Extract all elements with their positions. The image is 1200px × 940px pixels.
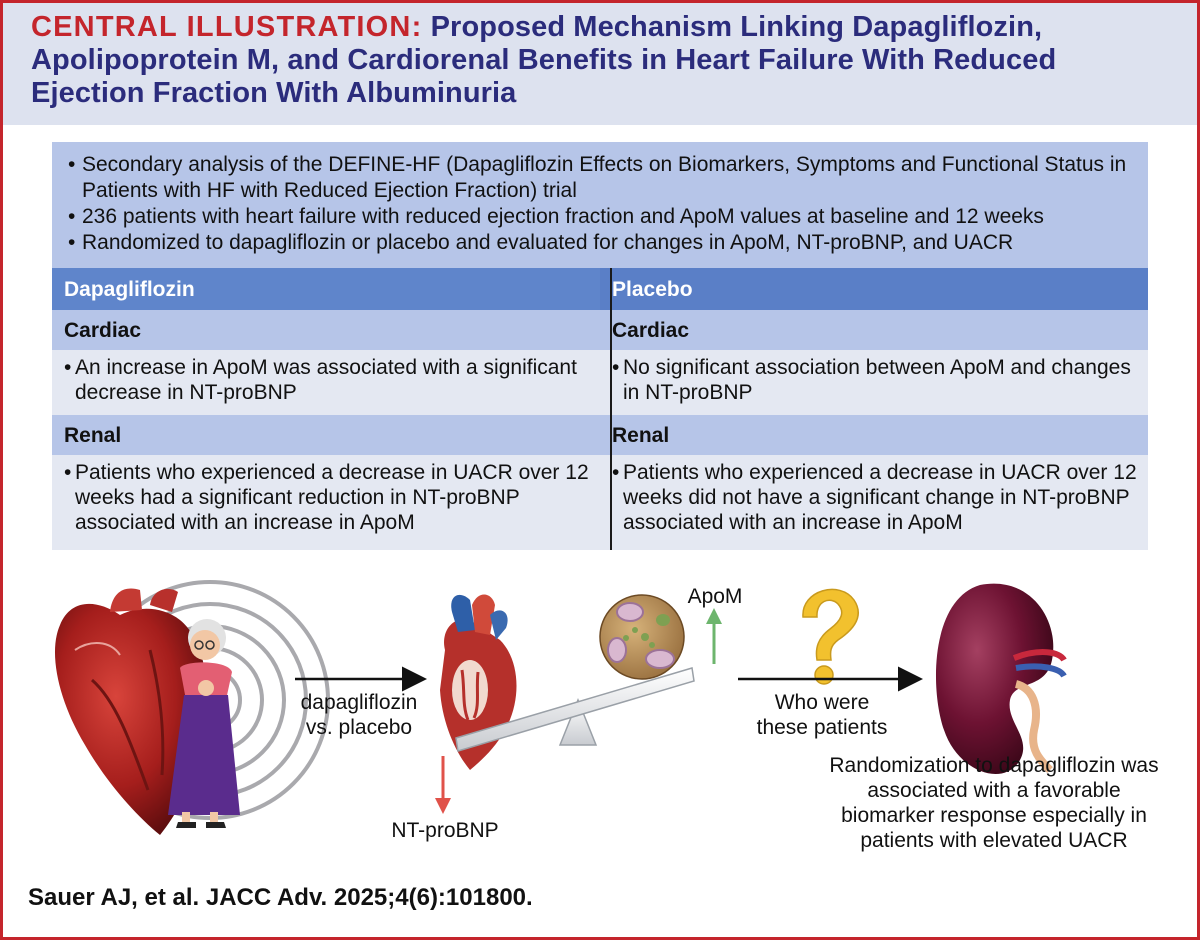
seesaw-icon [455, 667, 695, 752]
title-line-2: Apolipoprotein M, and Cardiorenal Benefi… [31, 44, 1057, 76]
renal-findings-row: •Patients who experienced a decrease in … [52, 455, 1148, 550]
conclusion-text: Randomization to dapagliflozin was assoc… [829, 754, 1159, 852]
placebo-header: Placebo [600, 268, 1148, 310]
ntprobnp-label: NT-proBNP [391, 819, 499, 842]
renal-label-right: Renal [600, 415, 1148, 455]
title-line-1: Proposed Mechanism Linking Dapagliflozin… [430, 11, 1043, 43]
renal-label-left: Renal [52, 415, 600, 455]
lipoprotein-icon [599, 594, 685, 680]
cardiac-label-right: Cardiac [600, 310, 1148, 350]
dapagliflozin-renal-finding: •Patients who experienced a decrease in … [52, 455, 600, 550]
summary-item-text: 236 patients with heart failure with red… [82, 205, 1044, 228]
finding-text: An increase in ApoM was associated with … [75, 356, 577, 404]
title-banner: CENTRAL ILLUSTRATION: Proposed Mechanism… [3, 3, 1197, 125]
treatment-label: dapagliflozin vs. placebo [300, 691, 418, 739]
comparison-table: Dapagliflozin Placebo Cardiac Cardiac •A… [52, 268, 1148, 550]
question-label: Who were these patients [756, 691, 888, 739]
patient-icon [168, 619, 240, 828]
page-title: CENTRAL ILLUSTRATION: Proposed Mechanism… [31, 11, 1197, 110]
study-summary: •Secondary analysis of the DEFINE-HF (Da… [52, 142, 1148, 268]
ntprobnp-down-arrow [435, 756, 451, 814]
apom-label: ApoM [687, 585, 743, 608]
summary-item-text: Secondary analysis of the DEFINE-HF (Dap… [82, 153, 1127, 202]
dapagliflozin-cardiac-finding: •An increase in ApoM was associated with… [52, 350, 600, 415]
finding-text: Patients who experienced a decrease in U… [623, 461, 1137, 534]
heart-icon [54, 588, 208, 835]
summary-item: •236 patients with heart failure with re… [68, 205, 1044, 228]
summary-item: •Randomized to dapagliflozin or placebo … [68, 231, 1014, 254]
title-line-3: Ejection Fraction With Albuminuria [31, 77, 517, 109]
dapagliflozin-header: Dapagliflozin [52, 268, 600, 310]
title-tag: CENTRAL ILLUSTRATION: [31, 11, 423, 43]
cardiac-row: Cardiac Cardiac [52, 310, 1148, 350]
finding-text: No significant association between ApoM … [623, 356, 1131, 404]
renal-row: Renal Renal [52, 415, 1148, 455]
cardiac-findings-row: •An increase in ApoM was associated with… [52, 350, 1148, 415]
kidney-icon [935, 583, 1067, 775]
summary-item-text: Randomized to dapagliflozin or placebo a… [82, 231, 1014, 254]
question-mark-icon [802, 588, 859, 685]
placebo-renal-finding: •Patients who experienced a decrease in … [600, 455, 1148, 550]
finding-text: Patients who experienced a decrease in U… [75, 461, 589, 534]
table-header-row: Dapagliflozin Placebo [52, 268, 1148, 310]
cardiac-label-left: Cardiac [52, 310, 600, 350]
placebo-cardiac-finding: •No significant association between ApoM… [600, 350, 1148, 415]
apom-up-arrow [706, 608, 722, 664]
citation: Sauer AJ, et al. JACC Adv. 2025;4(6):101… [28, 884, 533, 911]
summary-item: •Secondary analysis of the DEFINE-HF (Da… [68, 152, 1148, 204]
column-divider [610, 268, 612, 550]
